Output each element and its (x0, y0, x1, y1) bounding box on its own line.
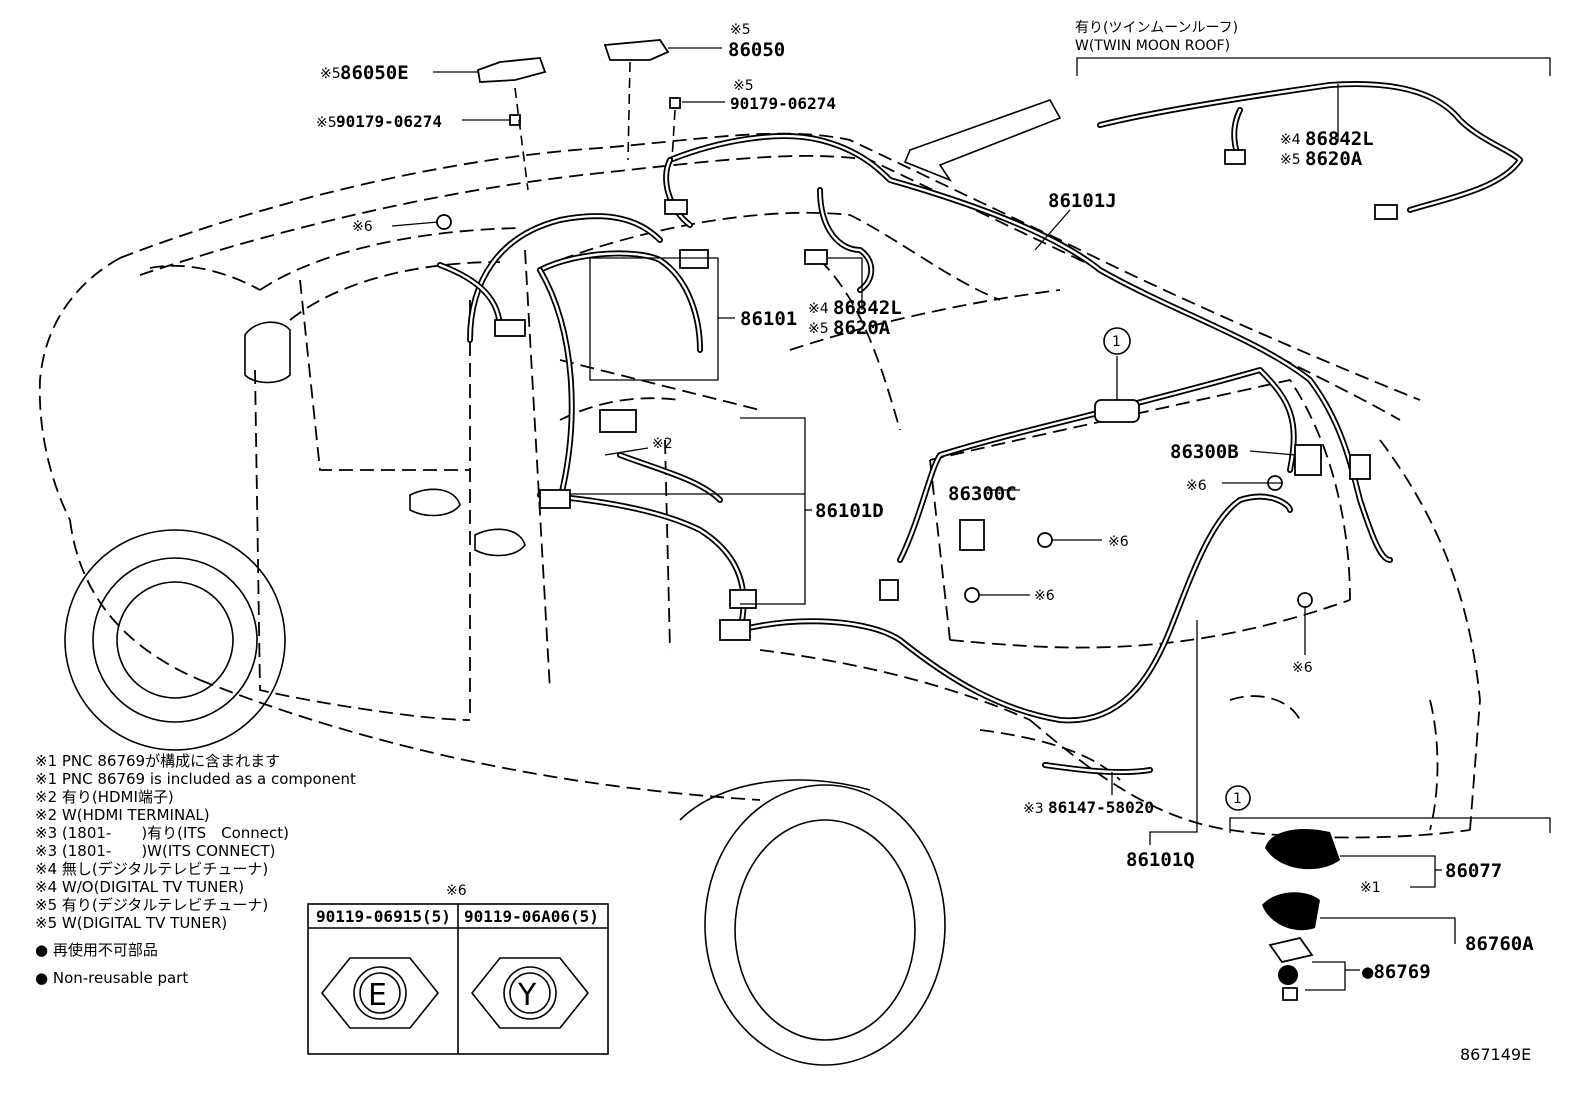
note-line: ※4 W/O(DIGITAL TV TUNER) (35, 878, 244, 896)
twin-moon-roof-label-en: W(TWIN MOON ROOF) (1075, 38, 1230, 54)
bolt-letter-y: Y (517, 978, 537, 1013)
bolt-pn-y: 90119-06A06(5) (464, 907, 599, 926)
tmr-mark-4: ※4 (1280, 132, 1301, 148)
mark-86050: ※5 (730, 22, 751, 38)
note-line: ※3 (1801- )有り(ITS Connect) (35, 824, 289, 842)
note-line: ※3 (1801- )W(ITS CONNECT) (35, 842, 275, 860)
part-86050-shape (603, 39, 670, 61)
mark-6-r2: ※6 (1034, 588, 1055, 604)
bolt-table-mark: ※6 (446, 883, 467, 899)
bolt-small (1282, 987, 1298, 1001)
note-line: ※2 有り(HDMI端子) (35, 788, 174, 806)
note-line: ※1 PNC 86769が構成に含まれます (35, 752, 280, 770)
rear-wheel (679, 779, 946, 1066)
mark-2: ※2 (652, 436, 673, 452)
note-line: ※5 有り(デジタルテレビチューナ) (35, 896, 268, 914)
door-handle (474, 528, 526, 557)
label-86101J: 86101J (1048, 190, 1117, 212)
antenna-base-86760A (1262, 892, 1320, 931)
label-86769: ●86769 (1362, 961, 1431, 983)
label-86050: 86050 (728, 39, 785, 61)
note-line: ※2 W(HDMI TERMINAL) (35, 806, 210, 824)
bolt-letter-e: E (368, 978, 387, 1013)
label-86300C: 86300C (948, 483, 1017, 505)
diagram-id: 867149E (1460, 1045, 1531, 1064)
antenna-cover-86077 (1265, 828, 1340, 870)
bolt-table: ※6 90119-06915(5) 90119-06A06(5) E Y (307, 883, 609, 1055)
mark-90179-a: ※5 (316, 115, 337, 131)
clip-90179-b (669, 97, 681, 109)
label-86101: 86101 (740, 308, 797, 330)
mark-6-r3: ※6 (1186, 478, 1207, 494)
vehicle-body (38, 132, 1481, 839)
mark-8620A: ※5 (808, 321, 829, 337)
callout-circle-1 (1103, 327, 1131, 355)
notes-legend: ※1 PNC 86769が構成に含まれます ※1 PNC 86769 is in… (35, 752, 356, 987)
mark-86147: ※3 (1023, 801, 1044, 817)
label-8620A: 8620A (833, 317, 891, 339)
callout-circle-1-detail (1225, 785, 1251, 811)
hex-bolt-e-icon (320, 957, 440, 1029)
mark-6-r1: ※6 (1108, 534, 1129, 550)
label-86760A: 86760A (1465, 933, 1534, 955)
gasket (1268, 936, 1314, 964)
door-handle (409, 488, 461, 517)
bolt-pn-e: 90119-06915(5) (316, 907, 451, 926)
twin-moon-roof-label-jp: 有り(ツインムーンルーフ) (1075, 20, 1238, 36)
mark-6-r4: ※6 (1292, 660, 1313, 676)
label-90179-a: 90179-06274 (336, 112, 442, 131)
side-mirror (244, 321, 291, 384)
label-86077: 86077 (1445, 860, 1502, 882)
connectors (494, 149, 1398, 641)
tmr-label-86842L: 86842L (1305, 128, 1374, 150)
tmr-label-8620A: 8620A (1305, 148, 1363, 170)
callout-1-text: 1 (1112, 334, 1121, 350)
label-86101Q: 86101Q (1126, 849, 1195, 871)
part-86050E-shape (476, 57, 547, 83)
label-86300B: 86300B (1170, 441, 1239, 463)
label-86101D: 86101D (815, 500, 884, 522)
leader-lines (391, 47, 1551, 991)
grommet-86769 (1278, 965, 1298, 985)
label-86050E: 86050E (340, 62, 409, 84)
tmr-mark-5: ※5 (1280, 152, 1301, 168)
callout-1-detail-text: 1 (1233, 791, 1242, 807)
note-line: ● 再使用不可部品 (35, 941, 158, 959)
mark-86050E: ※5 (320, 66, 341, 82)
mark-86077: ※1 (1360, 880, 1381, 896)
direction-arrow (903, 99, 1062, 182)
label-86842L: 86842L (833, 297, 902, 319)
note-line: ※1 PNC 86769 is included as a component (35, 770, 356, 788)
hex-bolt-y-icon (470, 957, 590, 1029)
note-line: ※4 無し(デジタルテレビチューナ) (35, 860, 268, 878)
label-90179-b: 90179-06274 (730, 94, 836, 113)
note-line: ● Non-reusable part (35, 969, 188, 987)
mark-90179-b: ※5 (733, 78, 754, 94)
front-wheel (64, 529, 286, 751)
bolts (436, 214, 1313, 608)
note-line: ※5 W(DIGITAL TV TUNER) (35, 914, 227, 932)
mark-86842L: ※4 (808, 301, 829, 317)
mark-6-top: ※6 (352, 219, 373, 235)
label-86147: 86147-58020 (1048, 798, 1154, 817)
